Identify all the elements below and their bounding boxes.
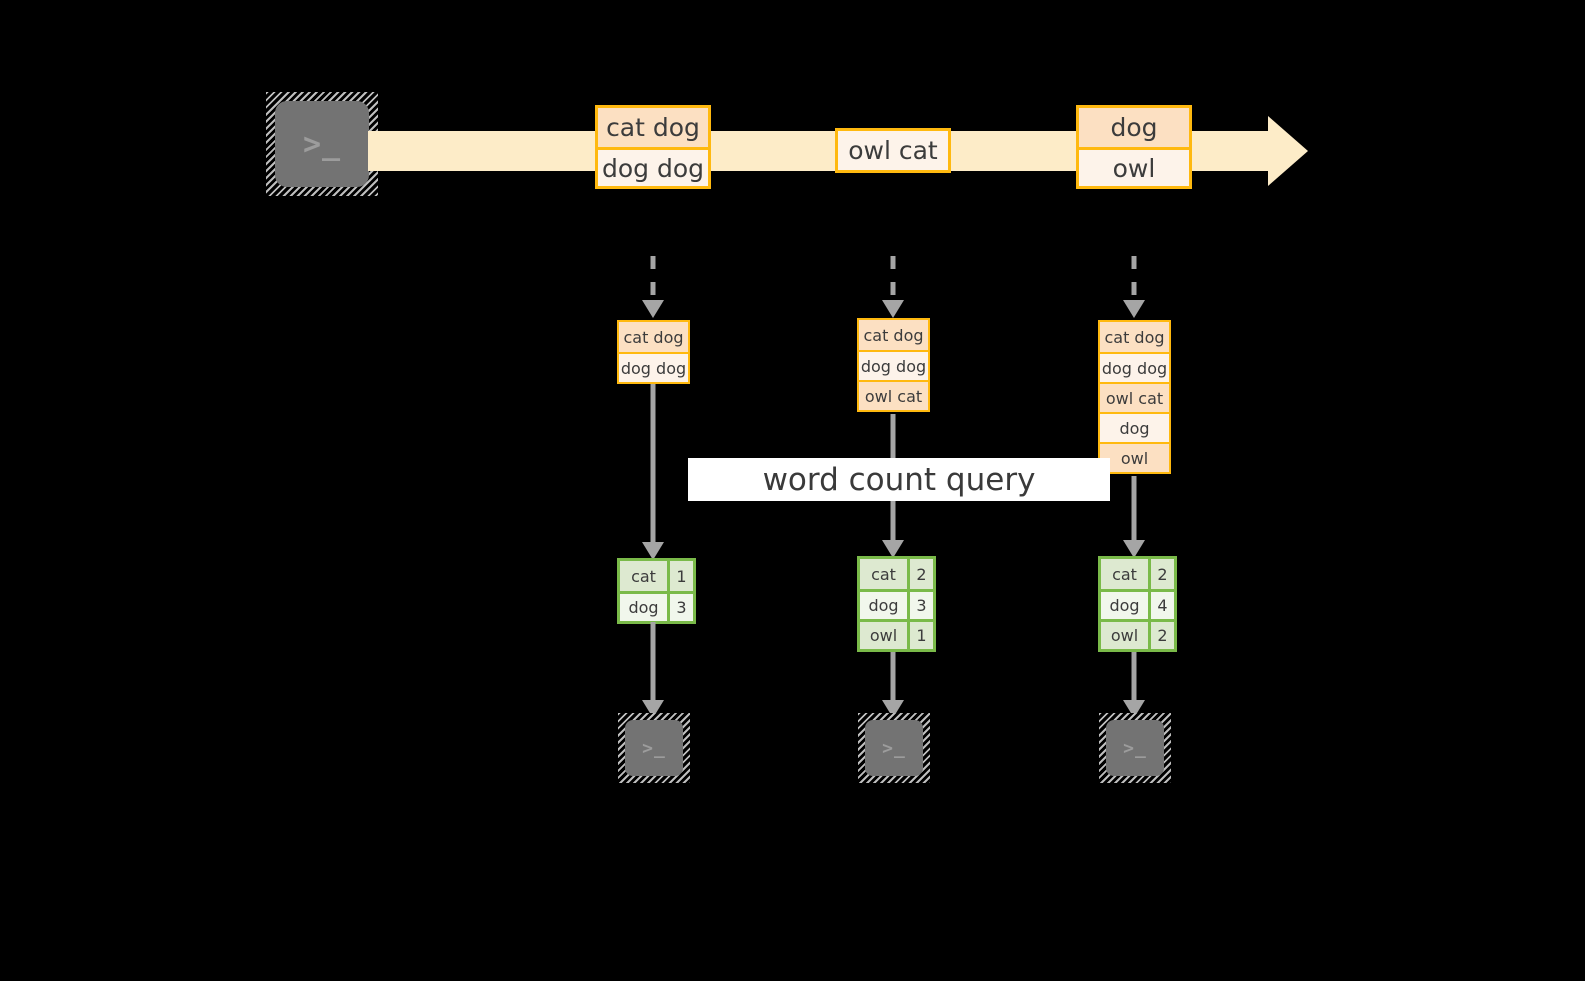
result-count: 4: [1148, 592, 1174, 619]
result-word: dog: [860, 592, 907, 619]
terminal-prompt-glyph: >_: [1123, 737, 1147, 759]
stream-event-2[interactable]: owl cat: [835, 128, 951, 173]
terminal-body: >_: [1106, 720, 1164, 776]
snapshot-1-sink-arrow: [638, 622, 668, 718]
result-word: dog: [1101, 592, 1148, 619]
table-row: cat 2: [860, 559, 933, 589]
stream-event-1[interactable]: cat dog dog dog: [595, 105, 711, 189]
snapshot-3-sink-arrow: [1119, 652, 1149, 718]
query-label: word count query: [762, 461, 1036, 498]
stream-event-3[interactable]: dog owl: [1076, 105, 1192, 189]
query-label-band: word count query: [688, 458, 1110, 501]
result-word: cat: [860, 559, 907, 589]
snapshot-1-capture-arrow: [638, 256, 668, 318]
terminal-prompt-glyph: >_: [642, 737, 666, 759]
terminal-body: >_: [625, 720, 683, 776]
result-count: 2: [907, 559, 933, 589]
snapshot-2-sink-arrow: [878, 652, 908, 718]
snapshot-2-sink-terminal-icon: >_: [858, 713, 930, 783]
stream-event-1-row-1: dog dog: [598, 147, 708, 186]
snapshot-3-input-row-3: dog: [1100, 412, 1169, 442]
table-row: owl 2: [1101, 619, 1174, 649]
terminal-prompt-glyph: >_: [302, 126, 342, 162]
result-count: 2: [1148, 559, 1174, 589]
result-word: dog: [620, 594, 667, 621]
result-word: owl: [860, 622, 907, 649]
table-row: cat 1: [620, 561, 693, 591]
snapshot-3-input-row-1: dog dog: [1100, 352, 1169, 382]
snapshot-2-input-table[interactable]: cat dog dog dog owl cat: [857, 318, 930, 412]
result-word: cat: [620, 561, 667, 591]
result-count: 3: [907, 592, 933, 619]
snapshot-2-input-row-0: cat dog: [859, 320, 928, 350]
result-word: owl: [1101, 622, 1148, 649]
table-row: cat 2: [1101, 559, 1174, 589]
source-terminal-icon: >_: [266, 92, 378, 196]
snapshot-1-input-row-1: dog dog: [619, 352, 688, 382]
terminal-body: >_: [275, 101, 369, 187]
result-word: cat: [1101, 559, 1148, 589]
stream-event-3-row-0: dog: [1079, 108, 1189, 147]
snapshot-1-input-table[interactable]: cat dog dog dog: [617, 320, 690, 384]
table-row: owl 1: [860, 619, 933, 649]
snapshot-2-input-row-2: owl cat: [859, 380, 928, 410]
snapshot-3-input-row-4: owl: [1100, 442, 1169, 472]
snapshot-2-capture-arrow: [878, 256, 908, 318]
snapshot-2-result-table[interactable]: cat 2 dog 3 owl 1: [857, 556, 936, 652]
table-row: dog 4: [1101, 589, 1174, 619]
terminal-prompt-glyph: >_: [882, 737, 906, 759]
terminal-body: >_: [865, 720, 923, 776]
table-row: dog 3: [860, 589, 933, 619]
stream-event-3-row-1: owl: [1079, 147, 1189, 186]
snapshot-3-input-row-0: cat dog: [1100, 322, 1169, 352]
snapshot-3-capture-arrow: [1119, 256, 1149, 318]
table-row: dog 3: [620, 591, 693, 621]
stream-event-1-row-0: cat dog: [598, 108, 708, 147]
snapshot-2-input-row-1: dog dog: [859, 350, 928, 380]
snapshot-1-input-row-0: cat dog: [619, 322, 688, 352]
result-count: 1: [907, 622, 933, 649]
snapshot-1-query-arrow: [638, 384, 668, 560]
snapshot-3-result-table[interactable]: cat 2 dog 4 owl 2: [1098, 556, 1177, 652]
snapshot-3-input-row-2: owl cat: [1100, 382, 1169, 412]
snapshot-3-query-arrow: [1119, 476, 1149, 558]
stream-arrow-head: [1268, 116, 1308, 186]
snapshot-1-sink-terminal-icon: >_: [618, 713, 690, 783]
stream-event-2-row-0: owl cat: [838, 131, 948, 170]
result-count: 1: [667, 561, 693, 591]
snapshot-3-sink-terminal-icon: >_: [1099, 713, 1171, 783]
snapshot-3-input-table[interactable]: cat dog dog dog owl cat dog owl: [1098, 320, 1171, 474]
result-count: 2: [1148, 622, 1174, 649]
result-count: 3: [667, 594, 693, 621]
snapshot-1-result-table[interactable]: cat 1 dog 3: [617, 558, 696, 624]
